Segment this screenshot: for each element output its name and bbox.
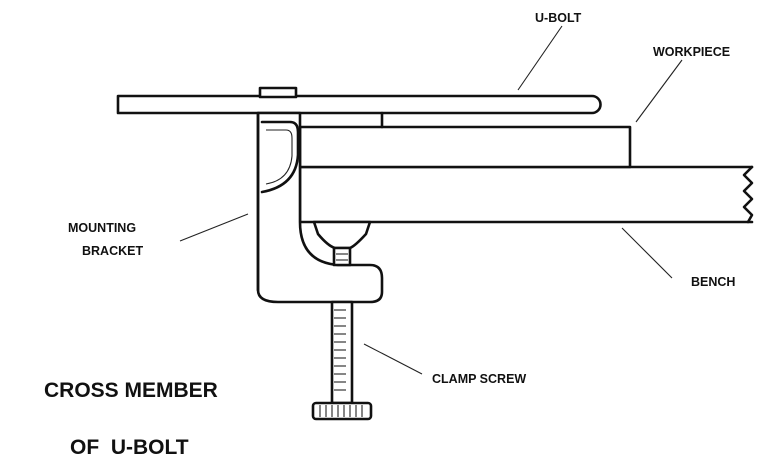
workpiece-label: WORKPIECE — [653, 45, 730, 59]
mounting-bracket-leader — [179, 213, 249, 242]
clamp-screw-leader — [363, 343, 423, 375]
workpiece-leader — [635, 59, 683, 123]
mounting-label: MOUNTING — [68, 221, 136, 235]
caption-line-2: OF U-BOLT — [70, 436, 189, 459]
bench-leader — [621, 227, 673, 279]
u-bolt-label: U-BOLT — [535, 11, 582, 25]
caption-line-1: CROSS MEMBER — [44, 379, 218, 402]
workpiece — [298, 125, 632, 169]
mounting-bracket — [256, 111, 384, 304]
bench-label: BENCH — [691, 275, 735, 289]
u-bolt-leader — [517, 25, 563, 91]
bench — [298, 165, 754, 224]
clamp-screw-label: CLAMP SCREW — [432, 372, 526, 386]
clamp-screw — [311, 220, 373, 421]
u-bolt — [116, 86, 602, 129]
u-bolt-head — [258, 86, 298, 99]
bracket-label: BRACKET — [82, 244, 143, 258]
